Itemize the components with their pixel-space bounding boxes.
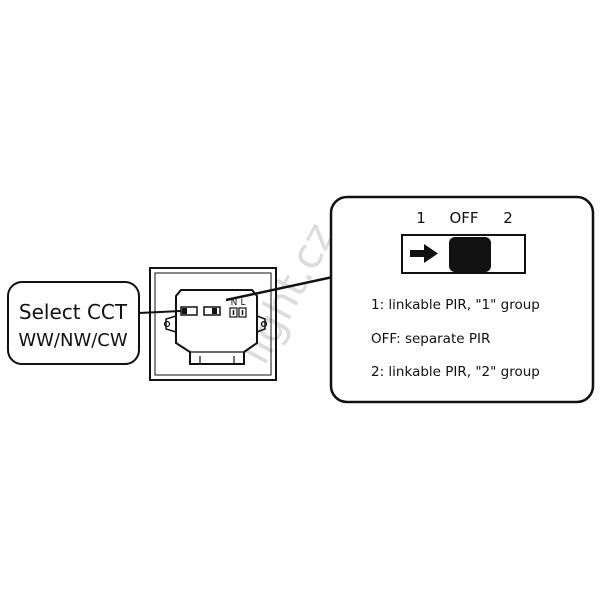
mode-off-text: OFF: separate PIR — [371, 331, 490, 347]
sensor-device: N L — [149, 267, 277, 381]
device-outer-frame — [149, 267, 277, 381]
terminal-n-label: N — [231, 298, 238, 308]
device-housing-detail — [175, 342, 258, 364]
switch-pos-1: 1 — [416, 209, 426, 227]
cct-switch-knob — [182, 308, 187, 314]
slide-switch-knob — [449, 237, 491, 272]
pir-switch-knob — [212, 308, 217, 314]
terminal-l-label: L — [240, 298, 245, 308]
left-screw-icon — [163, 320, 171, 328]
mode-2-text: 2: linkable PIR, "2" group — [371, 364, 540, 380]
cct-callout-values: WW/NW/CW — [18, 330, 128, 351]
mode-1-text: 1: linkable PIR, "1" group — [371, 297, 540, 313]
right-clip — [256, 315, 266, 333]
cct-callout-box — [7, 281, 140, 365]
left-clip — [165, 315, 177, 333]
switch-pos-off: OFF — [449, 209, 478, 227]
switch-pos-2: 2 — [503, 209, 513, 227]
right-arrow-icon — [410, 244, 438, 263]
right-screw-icon — [260, 320, 268, 328]
cct-leader-line — [138, 310, 182, 314]
device-inner-frame — [154, 272, 272, 376]
cct-callout-title: Select CCT — [19, 300, 128, 324]
switch-detail-box — [329, 195, 595, 404]
